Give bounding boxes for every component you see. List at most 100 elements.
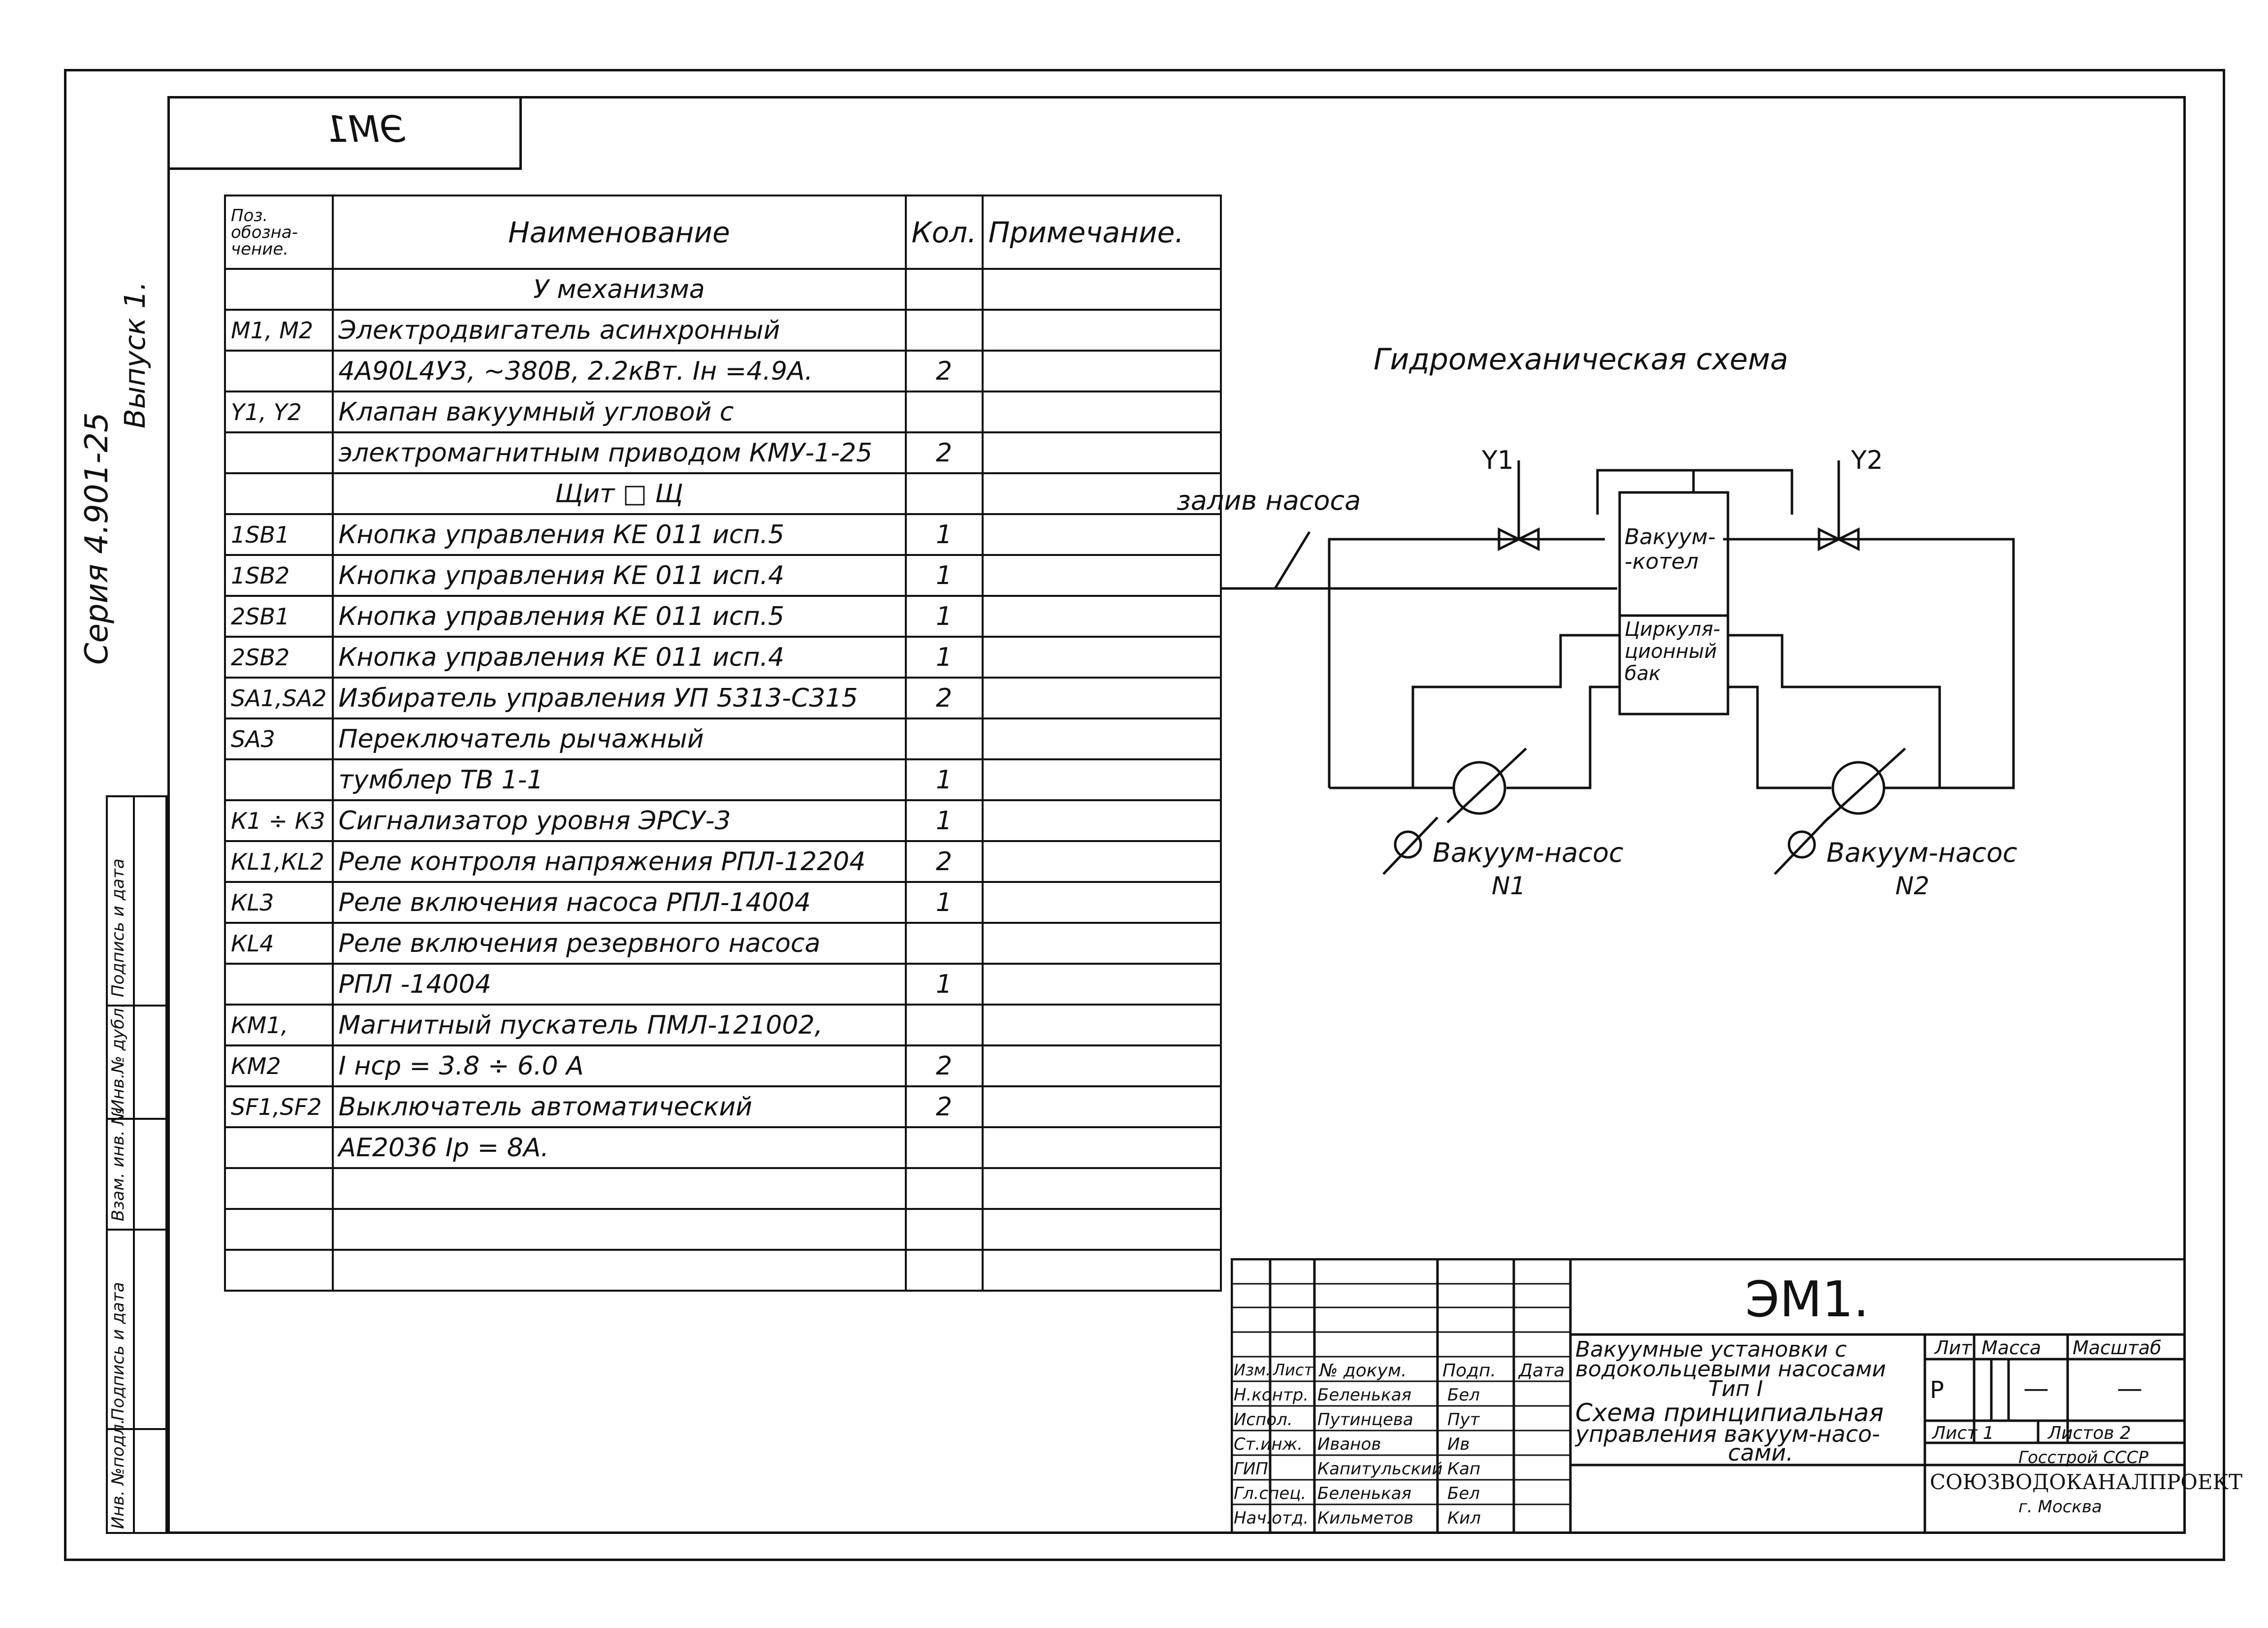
- pipe-right-outer: [1723, 538, 2015, 789]
- vacuum-boiler: [1618, 491, 1729, 617]
- row-note: [981, 1085, 1222, 1128]
- sheet-number: Лист 1: [1932, 1423, 1994, 1443]
- scheme-title: Гидромеханическая схема: [1374, 342, 1789, 377]
- org-line1: Госстрой СССР: [2018, 1448, 2148, 1467]
- title-block-grid: [1231, 1258, 2186, 1534]
- description-line2: водокольцевыми насосами: [1575, 1357, 1886, 1382]
- row-name: Кнопка управления КЕ 011 исп.5: [331, 595, 907, 638]
- table-row: АЕ2036 Iр = 8А.: [224, 1126, 1222, 1169]
- pump2-return: [1728, 685, 1831, 789]
- row-note: [981, 717, 1222, 760]
- row-qty: 1: [904, 881, 984, 924]
- row-note: [981, 1044, 1222, 1087]
- row-name: Кнопка управления КЕ 011 исп.4: [331, 554, 907, 597]
- row-name: Реле включения резервного насоса: [331, 922, 907, 965]
- org-line3: г. Москва: [2018, 1497, 2102, 1517]
- table-row: [224, 1167, 1222, 1210]
- row-name: Клапан вакуумный угловой с: [331, 391, 907, 433]
- circulation-tank: [1618, 614, 1729, 716]
- motor1-leader: [1382, 816, 1438, 875]
- tank-top-line1: Вакуум-: [1625, 524, 1716, 550]
- sheet-total: Листов 2: [2048, 1423, 2131, 1443]
- row-code: 2SB2: [224, 636, 334, 679]
- row-code: SA3: [224, 717, 334, 760]
- row-qty: 2: [904, 840, 984, 883]
- row-name: Выключатель автоматический: [331, 1085, 907, 1128]
- fill-leader: [1274, 531, 1311, 589]
- pump1-circulation: [1411, 634, 1620, 788]
- valve-y1-right: [1516, 527, 1540, 552]
- drawing-frame: [167, 96, 2186, 1534]
- title-block-name: Беленькая: [1317, 1484, 1411, 1503]
- title-block-role: ГИП: [1234, 1459, 1268, 1479]
- row-name: Сигнализатор уровня ЭРСУ-3: [331, 799, 907, 842]
- pump2-label: Вакуум-насос: [1826, 837, 2017, 868]
- motor1-symbol: [1394, 830, 1422, 859]
- row-name: I нср = 3.8 ÷ 6.0 А: [331, 1044, 907, 1087]
- row-code: КМ2: [224, 1044, 334, 1087]
- row-qty: [904, 922, 984, 965]
- title-block-signature: Ив: [1447, 1434, 1470, 1454]
- row-name: Кнопка управления КЕ 011 исп.4: [331, 636, 907, 679]
- title-block: ЭМ1. Изм. Лист № докум. Подп. Дата Н.кон…: [1231, 1258, 2242, 1534]
- row-qty: [904, 309, 984, 352]
- row-qty: 1: [904, 758, 984, 801]
- title-block-name: Кильметов: [1317, 1508, 1414, 1528]
- col-header-doc: № докум.: [1319, 1361, 1407, 1381]
- row-qty: 1: [904, 963, 984, 1006]
- doc-code: ЭМ1.: [1745, 1270, 1869, 1328]
- valve-y2-right: [1836, 527, 1860, 552]
- row-note: [981, 1004, 1222, 1046]
- row-code: [224, 963, 334, 1006]
- row-code: 1SB2: [224, 554, 334, 597]
- row-note: [981, 391, 1222, 433]
- motor2-leader: [1774, 816, 1830, 875]
- row-note: [981, 472, 1222, 515]
- outer-frame: [64, 69, 2225, 1561]
- row-code: КL1,КL2: [224, 840, 334, 883]
- row-name: Избиратель управления УП 5313-С315: [331, 677, 907, 719]
- row-code: К1 ÷ К3: [224, 799, 334, 842]
- row-code: [224, 431, 334, 474]
- title-block-name: Путинцева: [1317, 1410, 1413, 1430]
- header-qty: Кол.: [904, 195, 984, 270]
- row-qty: [904, 1004, 984, 1046]
- row-qty: 1: [904, 595, 984, 638]
- pump1-symbol: [1452, 761, 1506, 815]
- valve-y2-label: Y2: [1851, 446, 1883, 475]
- row-note: [981, 268, 1222, 311]
- header-name: Наименование: [331, 195, 907, 270]
- row-note: [981, 1208, 1222, 1251]
- row-note: [981, 431, 1222, 474]
- title-block-name: Беленькая: [1317, 1385, 1411, 1405]
- row-qty: 1: [904, 554, 984, 597]
- tank-bottom-line1: Циркуля-: [1625, 618, 1721, 641]
- row-note: [981, 350, 1222, 392]
- row-note: [981, 677, 1222, 719]
- pump1-number: N1: [1492, 872, 1526, 900]
- row-note: [981, 309, 1222, 352]
- description-line5: управления вакуум-насо-: [1575, 1421, 1880, 1447]
- row-name: Магнитный пускатель ПМЛ-121002,: [331, 1004, 907, 1046]
- row-code: [224, 472, 334, 515]
- side-stamp: [106, 795, 167, 1534]
- row-note: [981, 1249, 1222, 1292]
- row-qty: [904, 1249, 984, 1292]
- row-code: Y1, Y2: [224, 391, 334, 433]
- row-note: [981, 636, 1222, 679]
- row-qty: 2: [904, 350, 984, 392]
- title-block-signature: Кил: [1447, 1508, 1481, 1528]
- valve-y1-label: Y1: [1482, 446, 1514, 475]
- pump1-label: Вакуум-насос: [1433, 837, 1624, 868]
- tank-bottom-line2: ционный: [1625, 640, 1717, 663]
- row-code: [224, 1167, 334, 1210]
- row-name: Электродвигатель асинхронный: [331, 309, 907, 352]
